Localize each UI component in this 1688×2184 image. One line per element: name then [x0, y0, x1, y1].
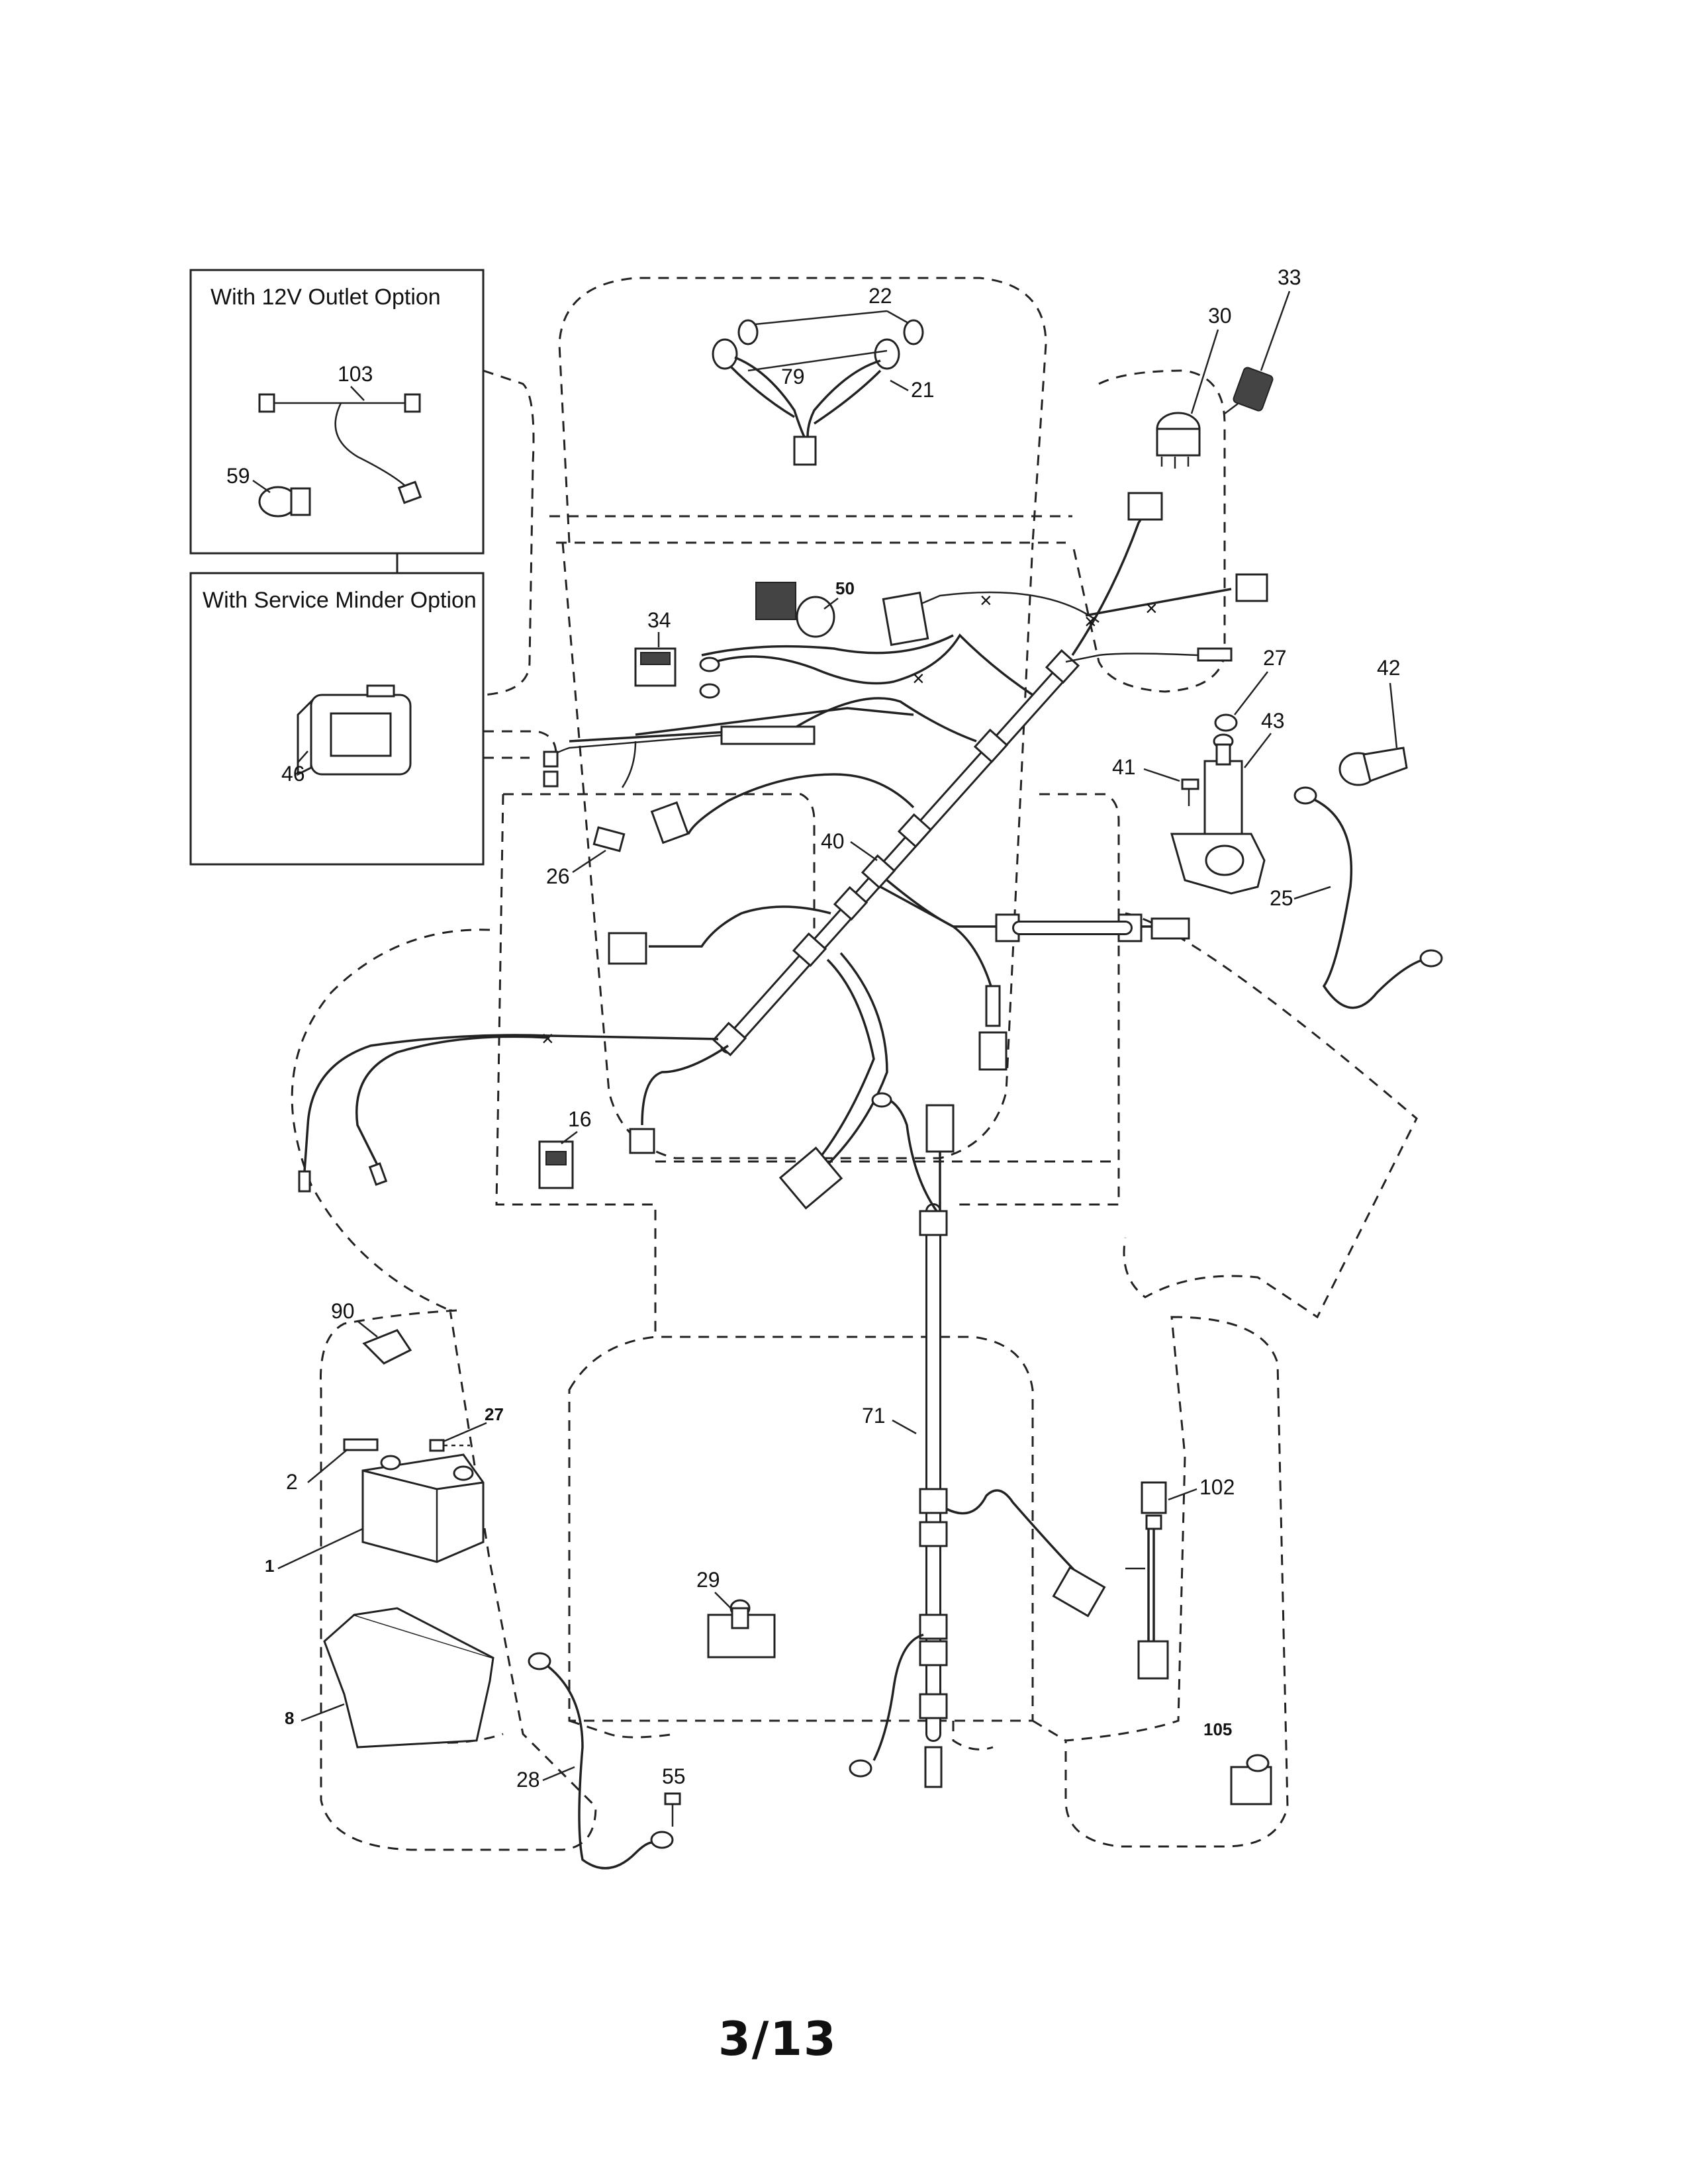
callout-50: 50	[835, 578, 855, 598]
battery-cable-28: 28	[516, 1652, 674, 1870]
callout-22: 22	[868, 284, 892, 308]
callout-41: 41	[1112, 755, 1136, 779]
fuse-26: 26	[546, 826, 626, 888]
callout-46: 46	[281, 762, 305, 786]
solenoid-43: 43	[1170, 709, 1285, 895]
callout-105: 105	[1203, 1719, 1232, 1739]
headlight-assembly: 22 79 21	[712, 284, 935, 466]
callout-27b: 27	[485, 1404, 504, 1424]
switch-105: 105	[1203, 1719, 1272, 1805]
callout-30: 30	[1208, 304, 1232, 328]
callout-1: 1	[265, 1556, 274, 1576]
callout-55: 55	[662, 1764, 686, 1788]
battery-cover-90: 90	[331, 1299, 412, 1365]
ignition-switch: 30	[1156, 304, 1232, 469]
callout-33: 33	[1278, 265, 1301, 289]
inset-service-minder: With Service Minder Option 46	[189, 572, 485, 866]
callout-8: 8	[285, 1708, 294, 1728]
switch-34: 34	[634, 608, 677, 687]
svg-text:×: ×	[1084, 610, 1097, 633]
callout-2: 2	[286, 1470, 298, 1494]
callout-16: 16	[568, 1107, 592, 1131]
ignition-key: 33	[1224, 265, 1301, 414]
switch-50: 50	[755, 578, 855, 638]
callout-43: 43	[1261, 709, 1285, 733]
callout-79: 79	[781, 365, 805, 388]
callout-26: 26	[546, 864, 570, 888]
battery-1: 1	[265, 1453, 485, 1576]
svg-text:×: ×	[1145, 596, 1158, 620]
cable-25: 25	[1270, 786, 1443, 1009]
page-number: 3/13	[718, 2012, 837, 2066]
harness-71: 71	[849, 1092, 1106, 1788]
bolt-2: 2	[286, 1438, 379, 1494]
screw-55: 55	[662, 1764, 686, 1827]
callout-103: 103	[338, 362, 373, 386]
front-ground-wires	[298, 1034, 719, 1193]
callout-34: 34	[647, 608, 671, 632]
callout-40: 40	[821, 829, 845, 853]
terminal-boot-42: 42	[1338, 656, 1408, 786]
nut-27: 27	[1214, 646, 1287, 732]
callout-25: 25	[1270, 886, 1293, 910]
tractor-outline	[291, 277, 1418, 1851]
nut-27b: 27	[429, 1404, 504, 1452]
callout-29: 29	[696, 1568, 720, 1592]
bolt-41: 41	[1112, 755, 1199, 806]
inset-service-minder-title: With Service Minder Option	[203, 588, 477, 613]
callout-71: 71	[862, 1404, 886, 1428]
callout-21: 21	[911, 378, 935, 402]
svg-text:×: ×	[912, 666, 925, 690]
switch-102: 102	[1125, 1475, 1235, 1680]
inset-12v-outlet-title: With 12V Outlet Option	[211, 285, 441, 310]
battery-tray-8: 8	[285, 1607, 494, 1749]
callout-59: 59	[226, 464, 250, 488]
callout-28: 28	[516, 1768, 540, 1792]
switch-29: 29	[696, 1568, 776, 1659]
callout-102: 102	[1199, 1475, 1235, 1499]
harness-40: × × × × ×	[541, 492, 1268, 1210]
callout-42: 42	[1377, 656, 1401, 680]
callout-27a: 27	[1263, 646, 1287, 670]
callout-90: 90	[331, 1299, 355, 1323]
relay-16: 16	[538, 1107, 592, 1189]
svg-text:×: ×	[980, 588, 992, 612]
inset-12v-outlet: With 12V Outlet Option 103 59	[189, 269, 485, 555]
